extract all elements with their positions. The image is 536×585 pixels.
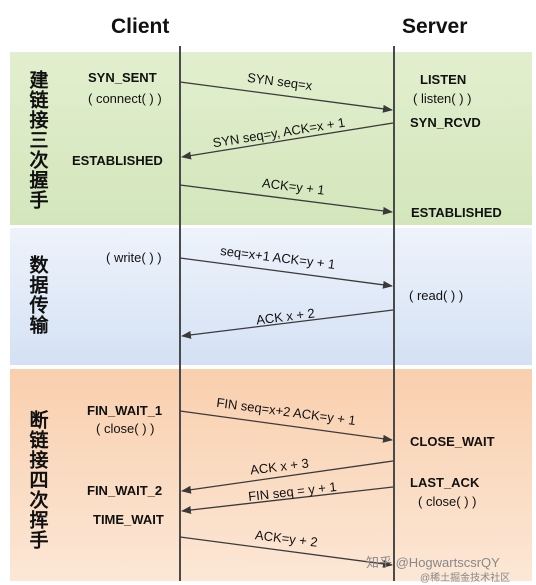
arrow-ack-fin2 bbox=[179, 536, 393, 568]
server-call-listen: ( listen( ) ) bbox=[413, 91, 472, 106]
arrow-fin2 bbox=[181, 486, 394, 514]
transfer-label: 数据传输 bbox=[26, 255, 49, 335]
server-state-established: ESTABLISHED bbox=[411, 205, 502, 220]
watermark-line2: @稀土掘金技术社区 bbox=[420, 573, 511, 584]
server-state-listen: LISTEN bbox=[420, 72, 467, 87]
client-state-fin-wait-1: FIN_WAIT_1 bbox=[87, 403, 163, 418]
arrow-syn-ack bbox=[181, 122, 394, 160]
transfer-section bbox=[10, 228, 532, 365]
teardown-section bbox=[10, 369, 532, 581]
server-lifeline bbox=[393, 46, 395, 581]
arrow-data-ack bbox=[181, 309, 394, 339]
client-header: Client bbox=[111, 15, 170, 38]
watermark-line1: 知乎 @HogwartscsrQY bbox=[366, 555, 500, 570]
client-lifeline bbox=[179, 46, 181, 581]
client-state-time-wait: TIME_WAIT bbox=[93, 512, 164, 527]
server-state-syn-rcvd: SYN_RCVD bbox=[410, 115, 481, 130]
handshake-label: 建链接三次握手 bbox=[26, 70, 49, 210]
teardown-label: 断链接四次挥手 bbox=[26, 410, 49, 550]
arrow-data bbox=[179, 257, 393, 289]
server-call-read: ( read( ) ) bbox=[409, 288, 464, 303]
client-state-syn-sent: SYN_SENT bbox=[88, 70, 157, 85]
client-state-established: ESTABLISHED bbox=[72, 153, 163, 168]
client-call-connect: ( connect( ) ) bbox=[88, 91, 162, 106]
client-call-close: ( close( ) ) bbox=[96, 421, 155, 436]
arrow-ack-fin1 bbox=[181, 460, 394, 494]
server-header: Server bbox=[402, 15, 468, 38]
arrow-fin1 bbox=[179, 410, 393, 443]
arrow-ack bbox=[179, 184, 393, 215]
server-call-close: ( close( ) ) bbox=[418, 494, 477, 509]
client-state-fin-wait-2: FIN_WAIT_2 bbox=[87, 483, 163, 498]
arrow-syn bbox=[179, 81, 393, 113]
client-call-write: ( write( ) ) bbox=[106, 250, 162, 265]
server-state-last-ack: LAST_ACK bbox=[410, 475, 480, 490]
server-state-close-wait: CLOSE_WAIT bbox=[410, 434, 495, 449]
